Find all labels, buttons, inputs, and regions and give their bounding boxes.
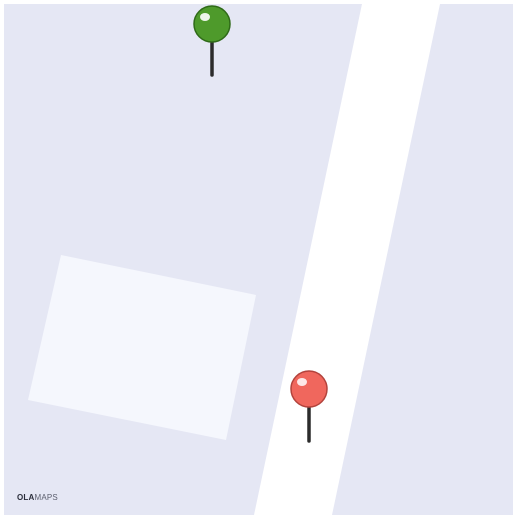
green-map-pin-icon[interactable] bbox=[193, 5, 231, 77]
attribution-suffix: MAPS bbox=[34, 493, 58, 502]
road bbox=[254, 4, 440, 515]
map-canvas[interactable]: OLAMAPS bbox=[4, 4, 513, 515]
attribution-brand: OLA bbox=[17, 493, 35, 502]
red-map-pin-icon[interactable] bbox=[290, 370, 328, 443]
map-attribution: OLAMAPS bbox=[17, 493, 58, 502]
building-footprint bbox=[28, 255, 256, 440]
map-layer bbox=[28, 4, 440, 515]
